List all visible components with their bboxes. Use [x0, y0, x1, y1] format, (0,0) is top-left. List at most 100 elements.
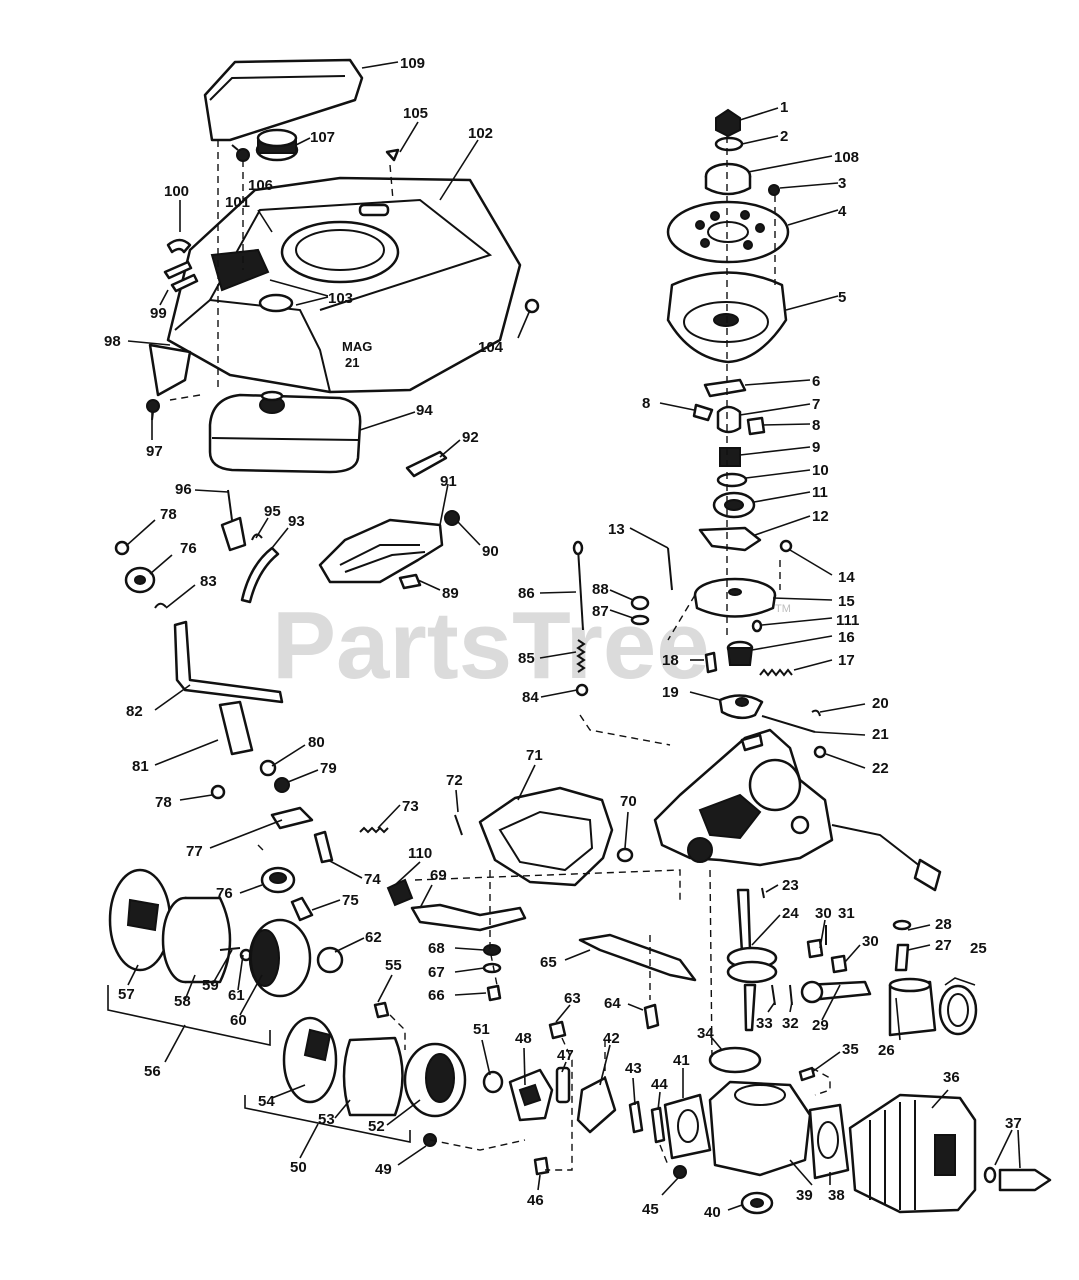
part-95-clip[interactable] [251, 533, 263, 541]
part-24-crankshaft[interactable] [726, 888, 778, 1032]
part-66-screw[interactable] [486, 984, 502, 1002]
part-1-nut[interactable] [715, 108, 741, 138]
part-21-shaft[interactable] [761, 715, 816, 733]
part-74-stud[interactable] [313, 830, 334, 864]
part-27-wrist-pin[interactable] [894, 943, 910, 972]
part-94-fuel-tank[interactable] [208, 390, 362, 474]
part-91-tank-bracket[interactable] [318, 518, 444, 584]
part-54-housing[interactable] [282, 1016, 338, 1104]
part-30-bearing-cap-b[interactable] [830, 954, 848, 974]
part-8-pawl-left[interactable] [692, 403, 714, 422]
part-85-spring[interactable] [576, 639, 586, 673]
part-18-clip[interactable] [704, 651, 718, 674]
part-15-starter-housing[interactable] [693, 577, 777, 618]
part-111-clip[interactable] [751, 619, 763, 633]
part-86-rod[interactable] [572, 540, 584, 631]
part-72-pin[interactable] [454, 814, 463, 836]
part-108-starter-cup[interactable] [704, 162, 752, 196]
part-10-washer[interactable] [716, 472, 748, 488]
part-59-screw[interactable] [219, 947, 241, 951]
part-109-cover-plate[interactable] [203, 58, 364, 142]
part-70-bushing[interactable] [616, 847, 634, 863]
part-102-blower-housing[interactable] [148, 176, 522, 397]
part-64-screw[interactable] [643, 1003, 660, 1030]
part-69-bracket[interactable] [410, 903, 527, 932]
part-38-gasket[interactable] [808, 1103, 850, 1180]
part-76-pulley-top[interactable] [124, 566, 156, 594]
part-63-screw[interactable] [548, 1020, 567, 1040]
part-67-washer[interactable] [482, 962, 502, 974]
part-crankcase-assembly[interactable] [653, 728, 942, 892]
part-62-ring[interactable] [316, 946, 344, 974]
part-90-nut[interactable] [444, 510, 460, 526]
part-92-spring-clip[interactable] [405, 450, 448, 478]
part-19-cam[interactable] [718, 694, 764, 720]
part-23-key[interactable] [761, 887, 765, 899]
part-26-piston[interactable] [888, 977, 937, 1037]
part-14-screw[interactable] [779, 539, 793, 553]
part-45-screw[interactable] [673, 1165, 687, 1179]
part-87-washer[interactable] [630, 614, 650, 626]
part-65-rod[interactable] [578, 933, 697, 982]
part-8-pawl-right[interactable] [746, 416, 766, 436]
part-2-washer[interactable] [714, 136, 744, 152]
part-20-pin[interactable] [811, 709, 821, 717]
part-84-screw[interactable] [575, 683, 589, 697]
part-39-crankcase[interactable] [708, 1080, 812, 1177]
part-80-washer[interactable] [259, 759, 277, 777]
part-68-nut[interactable] [483, 944, 501, 956]
part-104-screw[interactable] [524, 298, 540, 314]
part-30-bearing-cap-a[interactable] [806, 938, 824, 959]
part-78-nut-top[interactable] [114, 540, 130, 556]
part-44-reed-stop[interactable] [650, 1106, 666, 1144]
part-37-spark-plug[interactable] [983, 1166, 1052, 1192]
part-105-screw[interactable] [385, 148, 400, 162]
part-82-throttle-bracket[interactable] [173, 620, 284, 704]
part-93-fuel-line[interactable] [240, 546, 280, 604]
part-97-screw[interactable] [146, 399, 160, 421]
part-100-clip[interactable] [166, 238, 192, 254]
part-47-gasket[interactable] [555, 1066, 571, 1104]
part-51-ring[interactable] [482, 1070, 504, 1094]
part-11-bearing[interactable] [712, 491, 756, 519]
part-77-lever[interactable] [270, 806, 314, 830]
part-40-seal[interactable] [740, 1191, 774, 1215]
part-106-screw[interactable] [231, 144, 250, 162]
part-73-spring[interactable] [359, 826, 389, 834]
part-43-reed[interactable] [628, 1100, 644, 1134]
part-16-bushing[interactable] [726, 640, 754, 666]
part-34-gasket[interactable] [708, 1046, 762, 1074]
part-35-screw[interactable] [798, 1066, 816, 1082]
part-36-cylinder[interactable] [848, 1093, 977, 1214]
part-12-spring-plate[interactable] [698, 526, 762, 552]
part-22-screw[interactable] [813, 745, 827, 759]
part-57-housing[interactable] [108, 868, 172, 972]
part-83-clip[interactable] [154, 602, 167, 609]
part-75-stud[interactable] [290, 896, 314, 922]
part-79-nut[interactable] [274, 777, 290, 793]
part-99-clip[interactable] [163, 260, 199, 293]
part-58-filter-element[interactable] [161, 896, 232, 984]
part-52-starter-cup[interactable] [403, 1042, 467, 1118]
part-55-screw[interactable] [373, 1001, 390, 1019]
part-110-clip[interactable] [386, 878, 414, 907]
part-46-screw[interactable] [533, 1156, 550, 1176]
part-96-bracket[interactable] [220, 489, 247, 552]
part-53-filter-element[interactable] [342, 1036, 404, 1117]
part-89-screw[interactable] [398, 573, 422, 590]
part-107-knob[interactable] [255, 128, 299, 162]
part-42-reed-plate[interactable] [576, 1076, 617, 1134]
part-48-carburetor[interactable] [508, 1068, 554, 1122]
part-76-pulley-lower[interactable] [260, 866, 296, 894]
part-17-spring[interactable] [759, 668, 793, 677]
part-13-wire[interactable] [667, 547, 673, 591]
part-81-plate[interactable] [218, 700, 254, 756]
part-25-rings[interactable] [938, 984, 978, 1036]
part-4-screen[interactable] [666, 200, 790, 264]
part-71-shroud[interactable] [478, 786, 614, 887]
part-3-screw[interactable] [768, 184, 780, 196]
part-7-hub[interactable] [716, 405, 742, 434]
part-6-plate[interactable] [703, 378, 747, 398]
part-28-clip[interactable] [892, 919, 912, 931]
part-32-needle[interactable] [789, 984, 793, 1006]
